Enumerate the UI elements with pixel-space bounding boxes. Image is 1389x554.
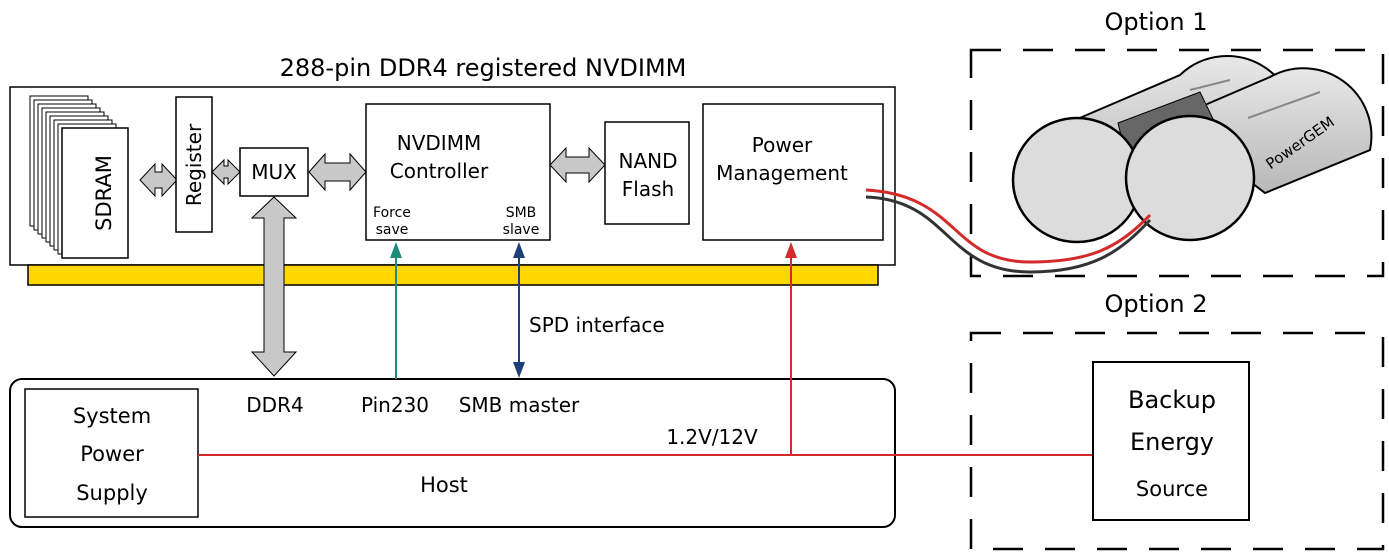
powergem-supercapacitor: PowerGEM	[1011, 54, 1373, 244]
register-block	[175, 96, 213, 233]
capacitor-cable-black	[865, 195, 1152, 274]
nand-label-line2: Flash	[622, 177, 674, 201]
power-management-block	[702, 103, 884, 241]
power-label-line2: Management	[716, 161, 848, 185]
capacitor-cable-red	[865, 188, 1152, 264]
host-label: Host	[420, 473, 468, 497]
sdram-stack: SDRAM	[29, 95, 129, 259]
option2-frame	[969, 331, 1385, 551]
nand-label-line1: NAND	[618, 149, 677, 173]
capacitor-end-cap-left	[1011, 116, 1143, 244]
voltage-label: 1.2V/12V	[666, 425, 758, 449]
psu-label-line1: System	[73, 404, 151, 428]
smb-slave-label-line1: SMB	[506, 205, 537, 221]
force-save-arrowhead	[390, 242, 402, 258]
smb-master-label: SMB master	[459, 393, 580, 417]
mux-label: MUX	[251, 160, 297, 184]
nvdimm-controller-block	[365, 103, 551, 241]
sdram-chip	[61, 127, 129, 259]
option1-frame	[969, 48, 1385, 278]
ddr4-label: DDR4	[246, 393, 303, 417]
spd-arrowhead-up	[513, 242, 525, 258]
backup-label-line1: Backup	[1128, 386, 1216, 414]
backup-energy-source-block	[1092, 361, 1250, 521]
spd-arrowhead-down	[513, 362, 525, 378]
host-board	[9, 378, 896, 528]
mux-block	[239, 147, 309, 197]
force-save-label-line2: save	[376, 222, 409, 238]
option1-title: Option 1	[1105, 8, 1208, 36]
power-label-line1: Power	[752, 133, 813, 157]
module-title: 288-pin DDR4 registered NVDIMM	[280, 54, 687, 82]
register-label: Register	[182, 123, 206, 206]
power-feed-arrowhead	[785, 242, 797, 258]
controller-label-line2: Controller	[390, 159, 489, 183]
gold-edge-connector	[27, 264, 879, 286]
pin230-label: Pin230	[361, 393, 429, 417]
ddr4-bus-arrow	[250, 196, 298, 377]
psu-label-line2: Power	[80, 442, 144, 466]
sdram-label: SDRAM	[92, 155, 116, 231]
nand-flash-block	[604, 121, 690, 225]
system-power-supply-block	[24, 388, 199, 518]
backup-label-line3: Source	[1136, 477, 1208, 501]
backup-label-line2: Energy	[1130, 428, 1214, 456]
capacitor-end-cap-right	[1124, 114, 1256, 242]
controller-label-line1: NVDIMM	[397, 131, 481, 155]
force-save-label-line1: Force	[373, 205, 411, 221]
option2-title: Option 2	[1105, 290, 1208, 318]
smb-slave-label-line2: slave	[503, 222, 540, 238]
psu-label-line3: Supply	[76, 481, 148, 505]
spd-interface-label: SPD interface	[529, 313, 665, 337]
